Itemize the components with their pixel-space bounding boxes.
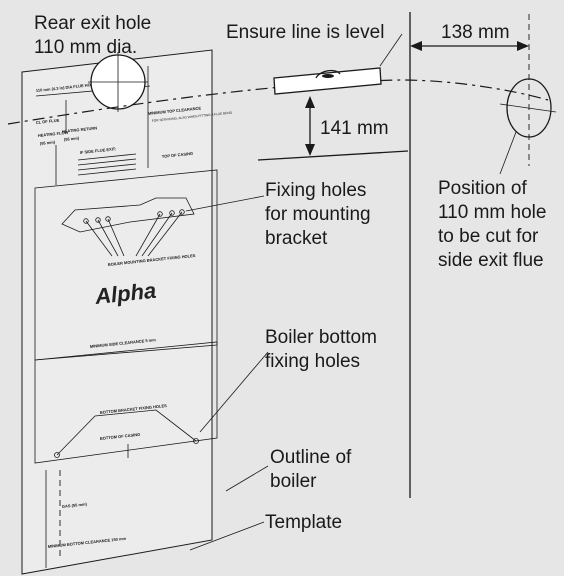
bottom-bracket-outline (56, 409, 197, 456)
rear-exit-label-line1: Rear exit hole (34, 13, 151, 34)
template-bottom-of-casing: BOTTOM OF CASING (100, 432, 141, 441)
position-label-line4: side exit flue (438, 250, 544, 271)
bottom-fixing-hole-left (54, 452, 60, 458)
bracket-hole (169, 210, 175, 216)
template-cl-flue: CL OF FLUE (36, 118, 60, 125)
bracket-hole (179, 209, 185, 215)
spirit-level (273, 67, 382, 95)
template-heating-return: HEATING RETURN (62, 125, 98, 134)
position-label-line3: to be cut for (438, 226, 539, 247)
bottom-holes-label-line2: fixing holes (265, 351, 360, 372)
template-min-top-clearance: MINIMUM TOP CLEARANCE (148, 105, 202, 116)
leader-lines (185, 33, 517, 551)
mounting-bracket (61, 197, 195, 257)
side-exit-hole (499, 14, 557, 166)
outline-label-line1: Outline of (270, 447, 352, 468)
bottom-holes-label-line1: Boiler bottom (265, 327, 377, 348)
flue-centre-line (7, 79, 549, 125)
fixing-holes-label-line3: bracket (265, 228, 328, 249)
template-small-print: 110 mm (4.3 in) DIA FLUE HOLE DIAMETER C… (36, 66, 233, 568)
template-top-of-casing: TOP OF CASING (162, 151, 194, 159)
bracket-hole (95, 217, 101, 223)
bracket-hole (157, 211, 163, 217)
fixing-holes-label-line2: for mounting (265, 204, 371, 225)
bracket-hole (105, 216, 111, 222)
bottom-fixing-hole-right (193, 438, 199, 444)
template-heating-flow-dim: (55 mm) (40, 139, 56, 146)
rear-exit-label-line2: 110 mm dia. (34, 37, 137, 58)
bracket-hole (83, 218, 89, 224)
boiler-outline-lower (34, 341, 218, 464)
position-label-line2: 110 mm hole (438, 202, 546, 223)
outline-label-line2: boiler (270, 471, 317, 492)
template-heating-return-dim: (55 mm) (64, 135, 80, 142)
position-label-line1: Position of (438, 178, 527, 199)
template-label: Template (265, 512, 342, 533)
dim-138-label: 138 mm (441, 22, 510, 43)
dim-141: 141 mm (257, 96, 409, 161)
dim-141-label: 141 mm (320, 118, 389, 139)
fixing-holes-label-line1: Fixing holes (265, 180, 366, 201)
dim-138: 138 mm (410, 22, 529, 51)
template-heating-flow: HEATING FLOW (38, 130, 69, 138)
template-gas: GAS (55 mm) (62, 501, 88, 509)
template-sheet (21, 49, 218, 575)
ensure-level-label: Ensure line is level (226, 22, 384, 43)
template-min-side-clearance: MINIMUM SIDE CLEARANCE 5 mm (90, 337, 157, 349)
template-side-flue-exit: IF SIDE FLUE EXIT: (80, 146, 117, 155)
